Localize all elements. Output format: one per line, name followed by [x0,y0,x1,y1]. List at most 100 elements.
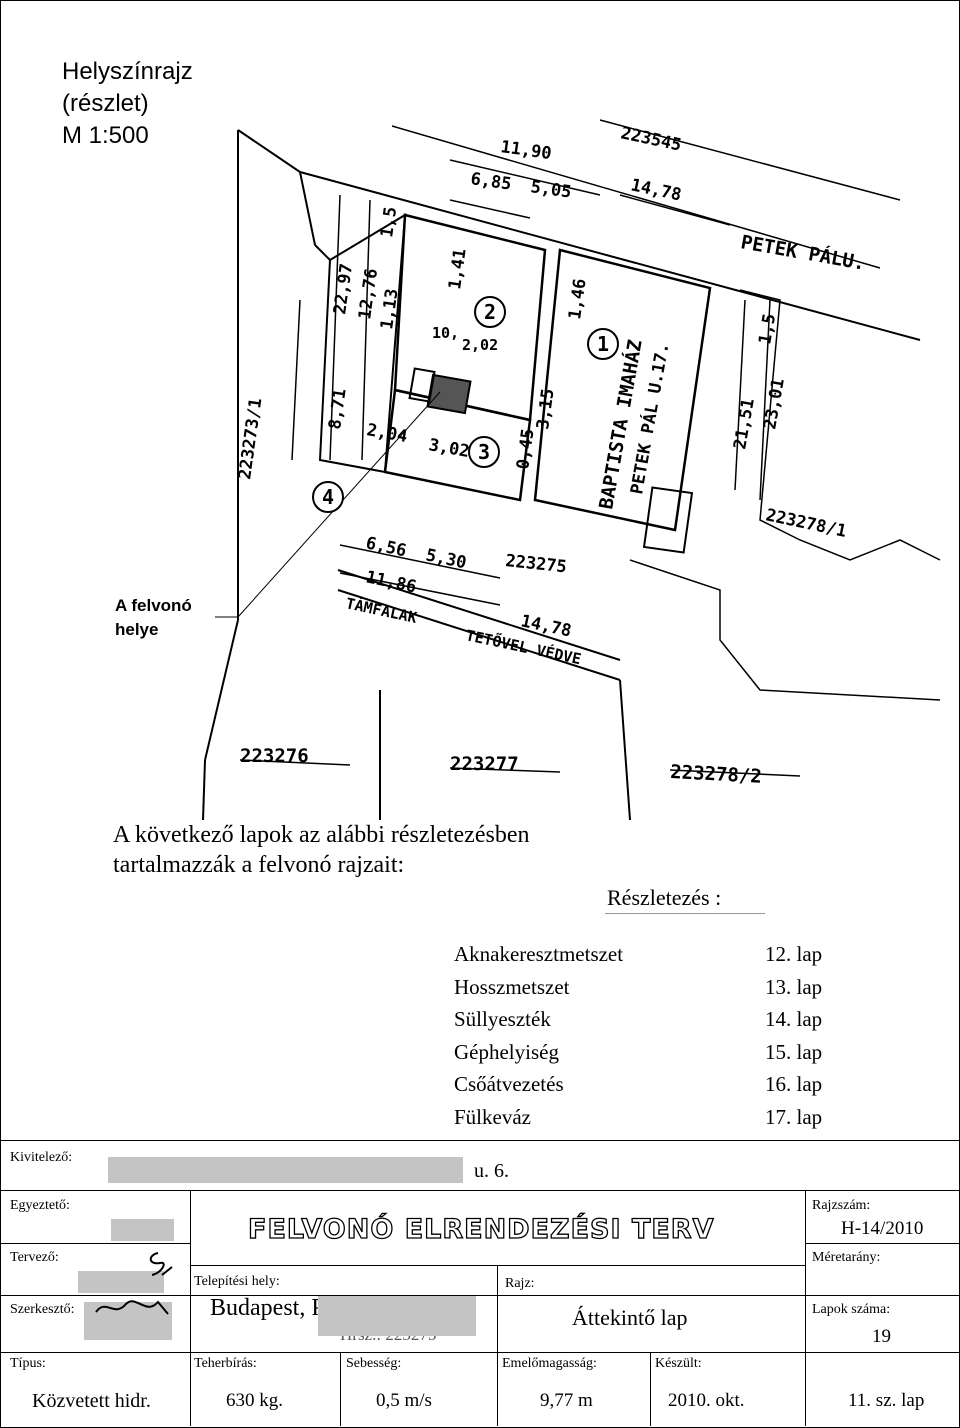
dim-3-02: 3,02 [427,435,471,462]
made-value: 2010. okt. [668,1390,745,1411]
details-sheets: 12. lap 13. lap 14. lap 15. lap 16. lap … [765,938,822,1133]
titleblock-divider [650,1352,651,1426]
street-name: PETEK PÁLU. [739,230,867,275]
type-value: Közvetett hidr. [32,1390,151,1412]
parcel-223545: 223545 [619,123,683,155]
detail-name: Géphelyiség [454,1039,559,1064]
designer-redaction [78,1271,164,1293]
details-heading: Részletezés : [607,885,722,910]
approver-redaction [111,1219,174,1241]
plan-title-block: Helyszínrajz (részlet) M 1:500 [62,56,193,152]
load-value: 630 kg. [226,1390,283,1411]
dim-21-51: 21,51 [730,397,759,451]
site-plan-drawing: 1 2 3 4 11,90 6,85 5,05 14,78 223545 PET… [202,119,941,821]
building-circle-1 [587,328,619,360]
dim-1-5a: 1,5 [377,205,401,238]
dim-11-86: 11,86 [364,567,418,597]
parcel-223278-1: 223278/1 [764,505,848,542]
titleblock-line [805,1243,960,1244]
load-label: Teherbírás: [194,1356,257,1371]
location-value: Budapest, P [210,1295,325,1321]
dim-2-04: 2,04 [365,420,409,447]
dim-5-30: 5,30 [424,545,468,573]
titleblock-divider [497,1265,498,1426]
intro-text: A következő lapok az alábbi részletezésb… [113,820,529,880]
approver-label: Egyeztető: [10,1198,70,1213]
detail-name: Fülkeváz [454,1104,531,1129]
plan-scale: M 1:500 [62,122,149,149]
parcel-223277: 223277 [450,753,519,775]
contractor-value: u. 6. [474,1160,509,1182]
titleblock-divider [340,1352,341,1426]
drawing-value: Áttekintő lap [572,1305,688,1330]
dim-2-02: 2,02 [462,336,498,354]
designer-label: Tervező: [10,1250,59,1265]
made-label: Készült: [655,1356,702,1371]
details-names: Aknakeresztmetszet Hosszmetszet Süllyesz… [454,938,623,1133]
drawing-no-label: Rajzszám: [812,1198,871,1213]
drawing-label: Rajz: [505,1276,535,1291]
titleblock-line [0,1190,960,1191]
sheets-value: 19 [872,1326,891,1347]
detail-sheet: 13. lap [765,974,823,999]
parcel-223278-2: 223278/2 [670,761,763,788]
parcel-223273-1: 223273/1 [235,397,266,481]
contractor-redaction [108,1157,463,1183]
parcel-223276: 223276 [240,745,309,767]
building-circle-2 [474,296,506,328]
detail-name: Aknakeresztmetszet [454,942,624,966]
detail-name: Hosszmetszet [454,974,570,999]
building-circle-3 [468,436,500,468]
sheets-label: Lapok száma: [812,1302,891,1317]
dim-22-97: 22,97 [330,262,357,315]
elevator-label-line2: helye [115,620,159,639]
titleblock-line [0,1243,190,1244]
dim-12-76: 12,76 [355,267,382,320]
detail-sheet: 14. lap [765,1007,823,1031]
titleblock-line [0,1352,960,1353]
detail-sheet: 15. lap [765,1039,823,1064]
contractor-label: Kivitelező: [10,1150,73,1165]
dim-10: 10, [432,324,459,342]
dim-14-78: 14,78 [629,175,683,205]
dim-3-15: 3,15 [533,387,559,430]
detail-name: Süllyeszték [454,1007,551,1031]
dim-1-41: 1,41 [445,247,471,290]
elevator-location-label: A felvonó helye [115,594,192,642]
dim-23-01: 23,01 [760,377,789,431]
parcel-223275: 223275 [504,551,567,577]
circle-label-1: 1 [597,332,609,356]
dim-6-56: 6,56 [364,533,408,561]
location-label: Telepítési hely: [194,1274,280,1289]
editor-signature [95,1300,169,1315]
elevator-label-line1: A felvonó [115,596,192,615]
editor-label: Szerkesztő: [10,1302,75,1317]
intro-line2: tartalmazzák a felvonó rajzait: [113,852,405,878]
plan-title: Helyszínrajz [62,58,193,85]
titleblock-top-line [0,1140,960,1141]
building-circle-4 [312,481,344,513]
titleblock-line [0,1295,960,1296]
wall-note-1: TÁMFALAK [344,593,419,627]
dim-8-71: 8,71 [325,387,351,430]
titleblock-divider [190,1190,191,1426]
titleblock-line [190,1265,805,1266]
sheet-number: 11. sz. lap [848,1390,925,1411]
dim-5-05: 5,05 [529,177,572,203]
address-redaction [318,1296,476,1336]
lift-height-value: 9,77 m [540,1390,593,1411]
lift-height-label: Emelőmagasság: [502,1356,597,1371]
dim-6-85: 6,85 [469,169,512,195]
scale-label: Méretarány: [812,1250,881,1265]
detail-sheet: 16. lap [765,1072,823,1096]
circle-label-3: 3 [478,440,490,464]
detail-sheet: 17. lap [765,1104,823,1129]
speed-value: 0,5 m/s [376,1390,432,1411]
type-label: Típus: [10,1356,46,1371]
intro-line1: A következő lapok az alábbi részletezésb… [113,822,530,848]
plan-subtitle: (részlet) [62,90,149,117]
detail-sheet: 12. lap [765,942,823,966]
titleblock-divider [805,1190,806,1426]
drawing-no-value: H-14/2010 [841,1218,924,1239]
dim-1-46: 1,46 [565,277,591,320]
